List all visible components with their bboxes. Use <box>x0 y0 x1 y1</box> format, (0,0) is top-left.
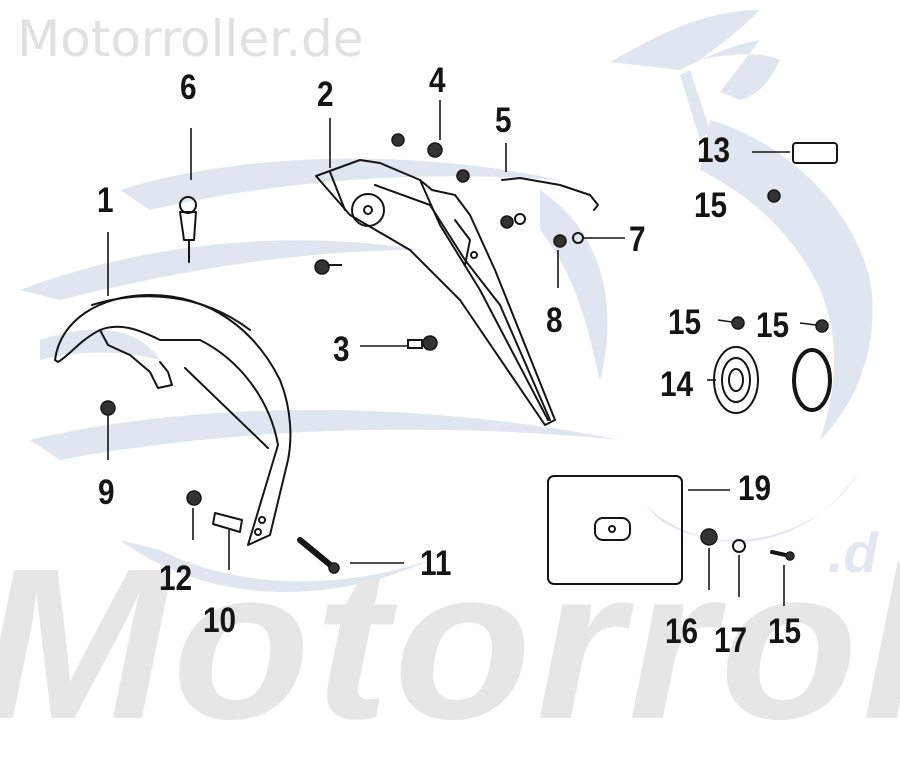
reflector <box>713 346 759 414</box>
callout-5: 5 <box>495 101 512 140</box>
callout-10: 10 <box>203 601 237 640</box>
watermark-suffix: .d <box>828 521 878 584</box>
callout-9: 9 <box>98 473 115 512</box>
rivet-clip <box>179 196 197 263</box>
screw-16-head-icon <box>785 551 795 561</box>
parts-diagram: Motorroller.de Motorroller .d <box>0 10 900 764</box>
callout-8: 8 <box>546 301 563 340</box>
callout-12: 12 <box>159 559 193 598</box>
bolt-head-icon <box>314 259 330 275</box>
nut-12-icon <box>186 490 202 506</box>
nut-icon <box>391 133 405 147</box>
nut-17-icon <box>700 528 718 546</box>
callout-6: 6 <box>180 68 197 107</box>
callout-15-left: 15 <box>668 303 702 342</box>
fender-part <box>54 294 292 546</box>
nut-9-icon <box>100 400 116 416</box>
callout-13: 13 <box>697 131 731 170</box>
nut-15-icon <box>731 316 745 330</box>
reflector-plate <box>792 142 838 164</box>
callout-15-right: 15 <box>756 306 790 345</box>
washer-icon <box>514 213 526 225</box>
reflector-ring <box>792 348 832 412</box>
callout-7: 7 <box>629 220 646 259</box>
bolt-11-head-icon <box>328 562 340 574</box>
watermark-top: Motorroller.de <box>17 10 364 68</box>
nut-15-icon <box>767 189 781 203</box>
bolt-3-head-icon <box>422 335 438 351</box>
wire-bracket <box>501 177 599 211</box>
nut-icon <box>456 169 470 183</box>
callout-11: 11 <box>420 544 452 583</box>
plate-bracket <box>547 475 683 585</box>
nut-icon <box>500 215 514 229</box>
bolt-11 <box>297 537 337 571</box>
callout-3: 3 <box>333 330 350 369</box>
spacer-sleeve <box>212 512 243 533</box>
plate-carrier-part <box>315 159 556 426</box>
callout-14: 14 <box>660 365 694 404</box>
callout-16: 15 <box>768 612 802 651</box>
callout-18: 17 <box>714 621 748 660</box>
watermark-swoosh-logo <box>20 10 873 593</box>
washer-7-icon <box>572 232 584 244</box>
callout-19: 19 <box>738 469 772 508</box>
washer-18-icon <box>732 539 746 553</box>
callout-1: 1 <box>97 181 114 220</box>
callout-15-top: 15 <box>694 186 728 225</box>
nut-8-icon <box>553 234 567 248</box>
callout-2: 2 <box>317 75 334 114</box>
nut-15-icon <box>815 319 829 333</box>
callout-17: 16 <box>665 612 699 651</box>
nut-4-icon <box>427 142 443 158</box>
callout-4: 4 <box>429 61 446 100</box>
parts-line-art <box>54 100 838 606</box>
